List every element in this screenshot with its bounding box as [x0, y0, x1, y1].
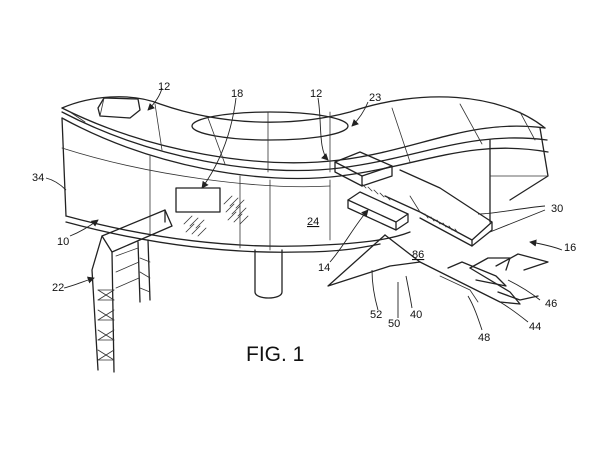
reference-numerals: 12 18 12 23 34 24 30 10 16 22 14 86 46 5…: [32, 81, 576, 344]
label-48: 48: [478, 332, 490, 344]
label-12b: 12: [310, 88, 322, 100]
label-34: 34: [32, 172, 44, 184]
label-23: 23: [369, 92, 381, 104]
label-30: 30: [551, 203, 563, 215]
label-52: 52: [370, 309, 382, 321]
figure-caption: FIG. 1: [246, 343, 304, 366]
walkway-tower: [91, 209, 173, 373]
label-40: 40: [410, 309, 422, 321]
label-24: 24: [307, 216, 319, 228]
leader-lines: [45, 87, 563, 331]
label-46: 46: [545, 298, 557, 310]
label-12a: 12: [158, 81, 170, 93]
label-18: 18: [231, 88, 243, 100]
label-86: 86: [412, 249, 424, 261]
label-10: 10: [57, 236, 69, 248]
label-50: 50: [388, 318, 400, 330]
terminal-wall: [61, 117, 549, 299]
label-22: 22: [52, 282, 64, 294]
label-44: 44: [529, 321, 541, 333]
jet-bridge-lower: [347, 191, 421, 231]
label-14: 14: [318, 262, 330, 274]
label-16: 16: [564, 242, 576, 254]
jet-bridge-upper: [334, 151, 493, 247]
sign-panel: [175, 187, 221, 213]
aircraft: [327, 234, 549, 305]
roof-structure: [61, 96, 549, 180]
